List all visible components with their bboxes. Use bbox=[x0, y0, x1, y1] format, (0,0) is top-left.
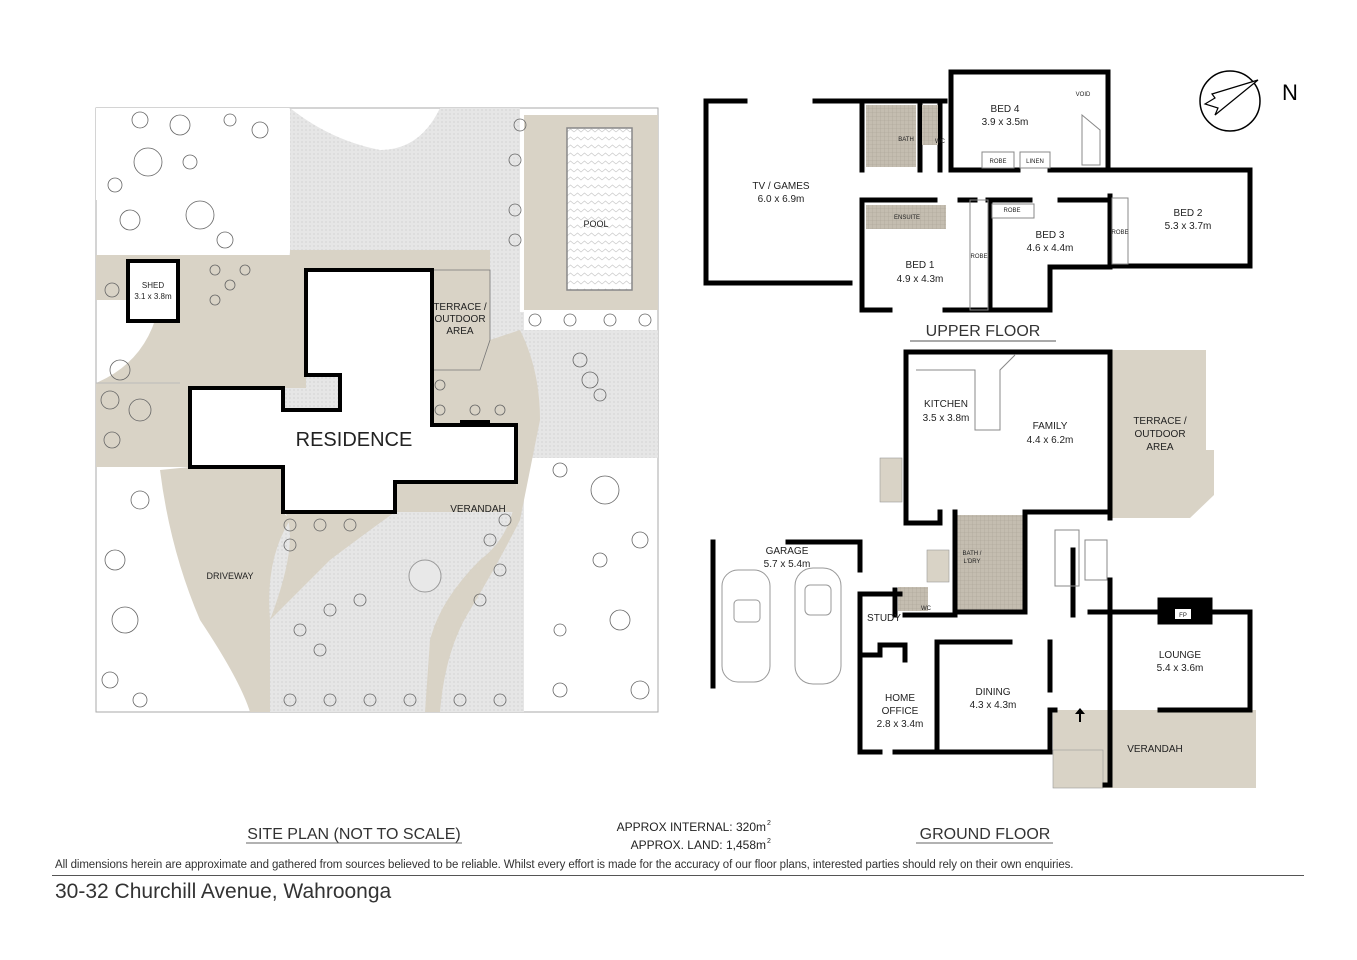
linen-label: LINEN bbox=[1026, 159, 1044, 165]
pool-label: POOL bbox=[583, 219, 608, 229]
study-label: STUDY bbox=[867, 613, 901, 624]
bed1-label: BED 1 bbox=[906, 260, 935, 271]
upper-floor-walls bbox=[703, 69, 1253, 313]
robe bbox=[969, 199, 989, 311]
steps bbox=[926, 549, 950, 583]
wc-label: WC bbox=[935, 139, 946, 145]
linen bbox=[1019, 151, 1051, 169]
robe-label: ROBE bbox=[1111, 230, 1128, 236]
shed-dimensions: 3.1 x 3.8m bbox=[134, 292, 172, 301]
bath-laundry-label-2: L'DRY bbox=[963, 559, 980, 565]
terrace-label-3: AREA bbox=[446, 326, 474, 337]
kitchen-bench bbox=[916, 354, 1016, 431]
ground-floor-title: GROUND FLOOR bbox=[920, 826, 1051, 843]
bath-laundry-tiles bbox=[955, 515, 1025, 611]
terrace-label-3: AREA bbox=[1146, 442, 1174, 453]
bath-label: BATH bbox=[898, 137, 914, 143]
wc-tiles bbox=[922, 105, 938, 145]
bath-laundry-label-1: BATH / bbox=[963, 551, 982, 557]
bed4-dimensions: 3.9 x 3.5m bbox=[982, 117, 1029, 128]
bed1-dimensions: 4.9 x 4.3m bbox=[897, 274, 944, 285]
robe-label: ROBE bbox=[989, 159, 1006, 165]
verandah-label: VERANDAH bbox=[1127, 744, 1183, 755]
site-plan-title: SITE PLAN (NOT TO SCALE) bbox=[247, 826, 460, 843]
lounge-dimensions: 5.4 x 3.6m bbox=[1157, 663, 1204, 674]
stairs bbox=[1084, 539, 1108, 581]
family-dimensions: 4.4 x 6.2m bbox=[1027, 435, 1074, 446]
verandah-label: VERANDAH bbox=[450, 504, 506, 515]
stairs bbox=[1081, 113, 1101, 166]
bath-tiles bbox=[866, 105, 916, 167]
paving-area bbox=[96, 250, 490, 712]
terrace-label-2: OUTDOOR bbox=[1134, 429, 1185, 440]
car-icons bbox=[721, 567, 842, 685]
home-office-label-2: OFFICE bbox=[882, 706, 919, 717]
fireplace-label: FP bbox=[1179, 613, 1187, 619]
void-label: VOID bbox=[1076, 92, 1091, 98]
plant-icons bbox=[100, 111, 652, 708]
north-compass-icon: N bbox=[1199, 70, 1298, 132]
verandah-area bbox=[395, 482, 516, 512]
area-summary: APPROX INTERNAL: 320m 2 APPROX. LAND: 1,… bbox=[617, 820, 771, 852]
internal-area: APPROX INTERNAL: 320m bbox=[617, 820, 766, 834]
garage-label: GARAGE bbox=[766, 546, 809, 557]
terrace-label-1: TERRACE / bbox=[1133, 416, 1187, 427]
lawn-area bbox=[524, 330, 658, 458]
divider bbox=[52, 875, 1304, 876]
garden-bed bbox=[408, 559, 442, 593]
dining-label: DINING bbox=[976, 687, 1011, 698]
svg-text:2: 2 bbox=[767, 838, 771, 845]
terrace-label-1: TERRACE / bbox=[433, 302, 487, 313]
verandah-area bbox=[1053, 710, 1256, 788]
robe bbox=[981, 151, 1015, 169]
shed bbox=[126, 259, 180, 323]
home-office-dimensions: 2.8 x 3.4m bbox=[877, 719, 924, 730]
shed-label: SHED bbox=[142, 281, 164, 290]
residence-label: RESIDENCE bbox=[296, 429, 413, 451]
steps bbox=[1052, 749, 1104, 789]
bed3-label: BED 3 bbox=[1036, 230, 1065, 241]
ground-floor-walls bbox=[710, 349, 1253, 788]
property-address: 30-32 Churchill Avenue, Wahroonga bbox=[55, 880, 392, 903]
site-plan: RESIDENCE POOL SHED 3.1 x 3.8m TERRACE /… bbox=[95, 107, 659, 713]
terrace-label-2: OUTDOOR bbox=[434, 314, 485, 325]
entry-arrow-icon bbox=[1075, 708, 1085, 722]
upper-floor-plan: TV / GAMES 6.0 x 6.9m BED 4 3.9 x 3.5m B… bbox=[703, 69, 1253, 342]
robe-label: ROBE bbox=[970, 254, 987, 260]
ensuite-tiles bbox=[866, 205, 946, 229]
robe bbox=[991, 203, 1035, 219]
driveway-label: DRIVEWAY bbox=[206, 571, 253, 581]
pool bbox=[566, 127, 633, 291]
svg-text:2: 2 bbox=[767, 820, 771, 827]
bed2-dimensions: 5.3 x 3.7m bbox=[1165, 221, 1212, 232]
kitchen-dimensions: 3.5 x 3.8m bbox=[923, 413, 970, 424]
tv-games-dimensions: 6.0 x 6.9m bbox=[758, 194, 805, 205]
dining-dimensions: 4.3 x 4.3m bbox=[970, 700, 1017, 711]
garage-dimensions: 5.7 x 5.4m bbox=[764, 559, 811, 570]
wc-tiles bbox=[898, 587, 928, 611]
upper-floor-title: UPPER FLOOR bbox=[926, 323, 1041, 340]
ground-floor-plan: GARAGE 5.7 x 5.4m KITCHEN 3.5 x 3.8m FAM… bbox=[710, 349, 1256, 789]
land-area: APPROX. LAND: 1,458m bbox=[631, 838, 766, 852]
bed3-dimensions: 4.6 x 4.4m bbox=[1027, 243, 1074, 254]
family-label: FAMILY bbox=[1033, 421, 1068, 432]
disclaimer: All dimensions herein are approximate an… bbox=[55, 859, 1074, 871]
tv-games-label: TV / GAMES bbox=[752, 181, 810, 192]
robe-label: ROBE bbox=[1003, 208, 1020, 214]
wc-label: WC bbox=[921, 606, 932, 612]
bed4-label: BED 4 bbox=[991, 104, 1020, 115]
kitchen-label: KITCHEN bbox=[924, 399, 968, 410]
north-label: N bbox=[1282, 80, 1298, 105]
terrace-area bbox=[1112, 350, 1214, 518]
stairs bbox=[1054, 529, 1080, 587]
bed2-label: BED 2 bbox=[1174, 208, 1203, 219]
home-office-label-1: HOME bbox=[885, 693, 915, 704]
ensuite-label: ENSUITE bbox=[894, 215, 920, 221]
robe bbox=[1111, 197, 1129, 265]
lounge-label: LOUNGE bbox=[1159, 650, 1202, 661]
steps bbox=[879, 457, 903, 503]
